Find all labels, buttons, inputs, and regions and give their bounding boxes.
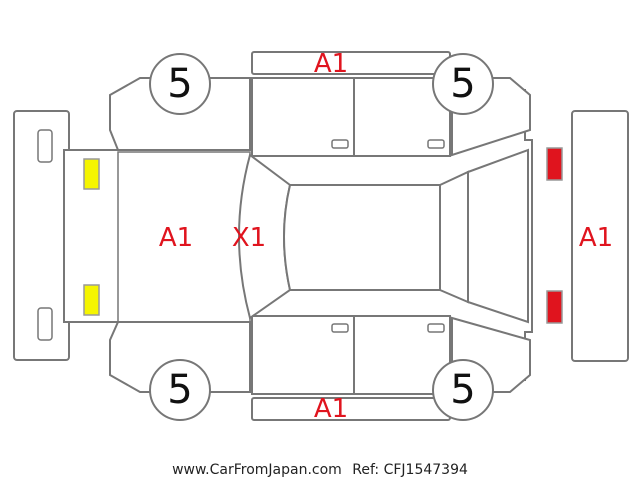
tire-front-left: 5: [149, 53, 211, 115]
tire-front-left-rating: 5: [167, 61, 192, 107]
rear-window: [439, 170, 469, 304]
doors-top: [251, 77, 451, 157]
headlight-right-marker: [83, 284, 100, 316]
roof-panel: [283, 184, 441, 291]
tailgate: [467, 148, 529, 324]
footer-site: www.CarFromJapan.com: [172, 462, 342, 478]
front-bumper: [13, 110, 70, 361]
roof-bottom-code: A1: [314, 394, 348, 424]
tire-front-right-rating: 5: [167, 367, 192, 413]
roof-top-code: A1: [314, 49, 348, 79]
windshield-code: X1: [232, 223, 266, 253]
tire-rear-left-rating: 5: [450, 61, 475, 107]
tire-rear-right: 5: [432, 359, 494, 421]
rear-code: A1: [579, 223, 613, 253]
front-code: A1: [159, 223, 193, 253]
footer-ref: Ref: CFJ1547394: [352, 462, 468, 478]
doors-bottom: [251, 315, 451, 395]
footer-credit: www.CarFromJapan.com Ref: CFJ1547394: [172, 462, 468, 478]
roof-rail-top: [251, 51, 451, 75]
tire-front-right: 5: [149, 359, 211, 421]
taillight-left-marker: [546, 147, 563, 181]
headlight-left-marker: [83, 158, 100, 190]
rear-bumper: [571, 110, 629, 362]
tire-rear-right-rating: 5: [450, 367, 475, 413]
taillight-right-marker: [546, 290, 563, 324]
tire-rear-left: 5: [432, 53, 494, 115]
roof-rail-bottom: [251, 397, 451, 421]
